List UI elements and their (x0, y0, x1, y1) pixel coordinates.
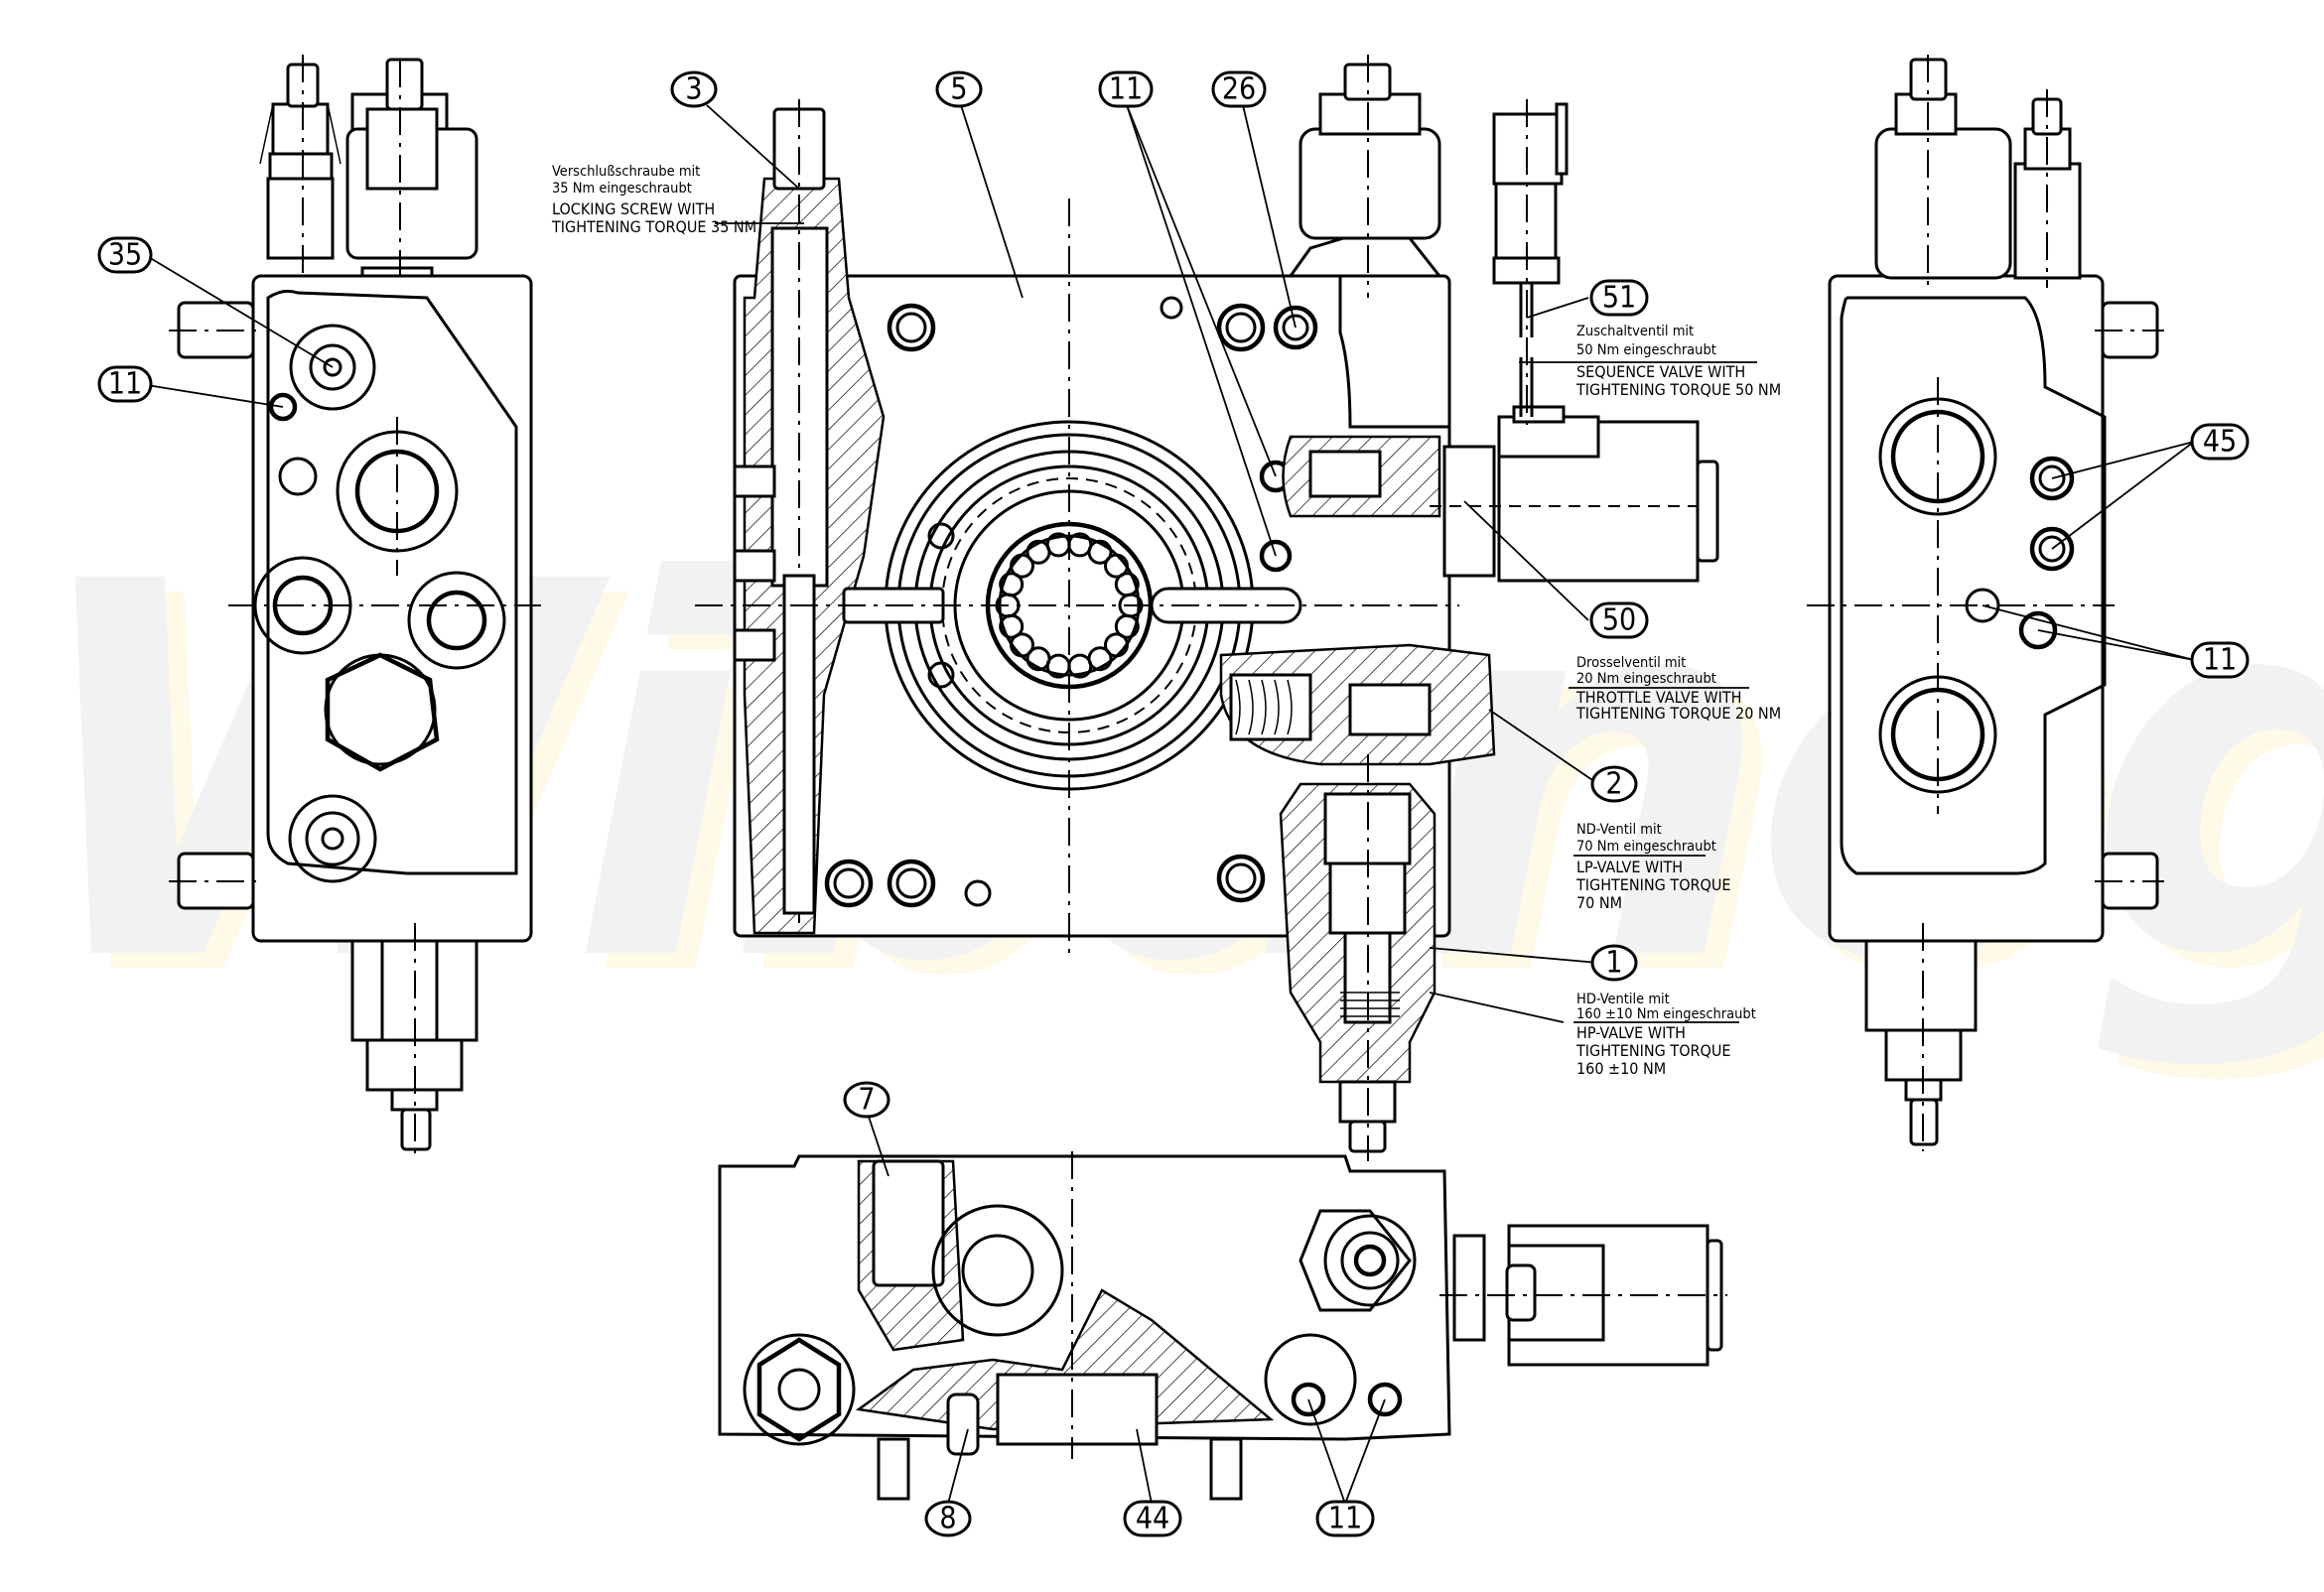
svg-text:44: 44 (1136, 1502, 1169, 1536)
solenoid (1430, 99, 1719, 583)
leader-lines (146, 104, 2195, 1505)
svg-text:50 Nm eingeschraubt: 50 Nm eingeschraubt (1576, 342, 1716, 358)
svg-text:11: 11 (1109, 72, 1143, 107)
svg-text:HP-VALVE WITH: HP-VALVE WITH (1576, 1023, 1686, 1042)
left-block-outline (251, 274, 533, 943)
balloon-7: 7 (843, 1081, 890, 1119)
spline-tooth (1010, 553, 1034, 579)
svg-text:HD-Ventile mit: HD-Ventile mit (1576, 992, 1670, 1007)
right-side-view (1807, 55, 2164, 1151)
spline-tooth (1104, 632, 1129, 658)
svg-text:TIGHTENING TORQUE 20 NM: TIGHTENING TORQUE 20 NM (1575, 704, 1781, 723)
svg-text:70 NM: 70 NM (1576, 893, 1622, 912)
svg-text:35 Nm eingeschraubt: 35 Nm eingeschraubt (552, 181, 692, 197)
svg-text:11: 11 (1328, 1502, 1362, 1536)
svg-text:Zuschaltventil mit: Zuschaltventil mit (1576, 324, 1694, 339)
svg-text:5: 5 (950, 72, 967, 107)
spline-tooth (1104, 553, 1129, 579)
svg-text:SEQUENCE VALVE WITH: SEQUENCE VALVE WITH (1576, 362, 1745, 381)
spline-tooth (1114, 572, 1140, 597)
left-top-fitting (259, 55, 478, 422)
svg-text:8: 8 (939, 1502, 956, 1536)
spline-tooth (1025, 646, 1051, 672)
front-view (695, 55, 1719, 1161)
balloon-26: 26 (1211, 70, 1267, 108)
svg-text:LP-VALVE WITH: LP-VALVE WITH (1576, 858, 1683, 876)
balloon-45: 45 (2190, 423, 2250, 461)
svg-text:TIGHTENING TORQUE: TIGHTENING TORQUE (1575, 875, 1730, 894)
svg-text:45: 45 (2203, 425, 2237, 460)
svg-text:TIGHTENING TORQUE 35 NM: TIGHTENING TORQUE 35 NM (551, 217, 756, 236)
svg-text:160 ±10 Nm eingeschraubt: 160 ±10 Nm eingeschraubt (1576, 1006, 1756, 1022)
svg-text:11: 11 (2203, 643, 2237, 678)
svg-text:TIGHTENING TORQUE: TIGHTENING TORQUE (1575, 1041, 1730, 1060)
svg-text:1: 1 (1605, 946, 1622, 981)
balloon-11-bottom: 11 (1315, 1500, 1375, 1537)
balloon-11-left: 11 (97, 365, 153, 403)
balloon-1: 1 (1590, 944, 1638, 982)
balloon-11-right: 11 (2190, 641, 2250, 679)
svg-text:160 ±10 NM: 160 ±10 NM (1576, 1059, 1666, 1078)
svg-text:7: 7 (858, 1083, 875, 1118)
svg-text:LOCKING SCREW WITH: LOCKING SCREW WITH (552, 199, 715, 218)
spline-tooth (999, 572, 1025, 597)
left-side-view (169, 55, 541, 1156)
balloon-2: 2 (1590, 765, 1638, 803)
balloon-11-front: 11 (1098, 70, 1154, 108)
spline-tooth (1114, 613, 1140, 639)
svg-text:Drosselventil mit: Drosselventil mit (1576, 655, 1686, 671)
spline-tooth (1010, 632, 1034, 658)
spline-tooth (1087, 539, 1113, 565)
svg-text:26: 26 (1222, 72, 1256, 107)
note-lp-valve: ND-Ventil mit 70 Nm eingeschraubt LP-VAL… (1575, 822, 1730, 912)
svg-text:20 Nm eingeschraubt: 20 Nm eingeschraubt (1576, 671, 1716, 687)
spline-teeth (995, 532, 1144, 679)
balloon-8: 8 (924, 1500, 972, 1537)
svg-text:ND-Ventil mit: ND-Ventil mit (1576, 822, 1662, 838)
balloon-50: 50 (1589, 601, 1649, 639)
svg-text:2: 2 (1605, 767, 1622, 802)
note-hp-valve: HD-Ventile mit 160 ±10 Nm eingeschraubt … (1575, 992, 1756, 1078)
note-throttle-valve: Drosselventil mit 20 Nm eingeschraubt TH… (1575, 655, 1781, 723)
balloon-5: 5 (935, 70, 983, 108)
central-flange (695, 199, 1459, 953)
balloon-35: 35 (97, 236, 153, 274)
balloon-51: 51 (1589, 279, 1649, 317)
note-locking-screw: Verschlußschraube mit 35 Nm eingeschraub… (551, 164, 756, 236)
svg-text:70 Nm eingeschraubt: 70 Nm eingeschraubt (1576, 839, 1716, 855)
svg-text:Verschlußschraube mit: Verschlußschraube mit (552, 164, 700, 180)
note-sequence-valve: Zuschaltventil mit 50 Nm eingeschraubt S… (1575, 324, 1781, 399)
svg-text:35: 35 (108, 238, 142, 273)
balloon-44: 44 (1123, 1500, 1182, 1537)
svg-text:51: 51 (1602, 281, 1636, 316)
svg-text:50: 50 (1602, 603, 1636, 638)
bottom-view (718, 1151, 1727, 1501)
svg-text:3: 3 (685, 72, 702, 107)
balloon-3: 3 (670, 70, 718, 108)
svg-text:11: 11 (108, 367, 142, 402)
svg-text:THROTTLE VALVE WITH: THROTTLE VALVE WITH (1575, 688, 1741, 707)
svg-text:TIGHTENING TORQUE 50 NM: TIGHTENING TORQUE 50 NM (1575, 380, 1781, 399)
